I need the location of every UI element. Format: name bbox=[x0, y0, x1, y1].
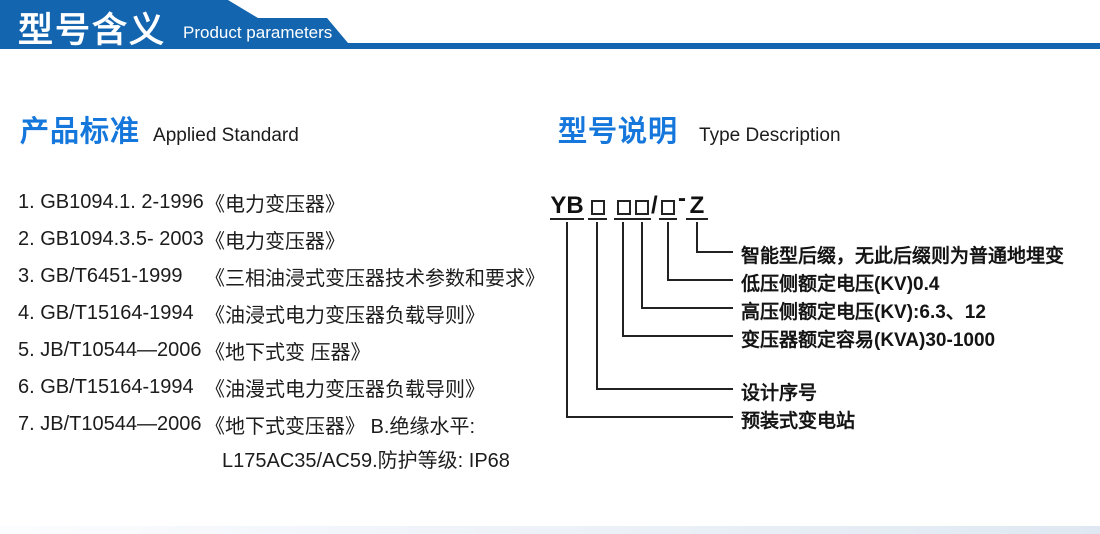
standard-code: 6. GB/T15164-1994 bbox=[18, 376, 194, 398]
page-title: 型号含义 bbox=[18, 11, 167, 50]
header-banner: 型号含义 Product parameters bbox=[0, 0, 1100, 49]
model-label-lv-voltage: 低压侧额定电压(KV)0.4 bbox=[741, 274, 940, 295]
model-label-substation: 预装式变电站 bbox=[741, 411, 856, 432]
model-label-design-serial: 设计序号 bbox=[741, 383, 818, 404]
placeholder-box-icon bbox=[661, 200, 675, 215]
standard-name: 《油漫式电力变压器负载导则》 bbox=[205, 379, 485, 401]
standard-item: 6. GB/T15164-1994 《油漫式电力变压器负载导则》 bbox=[18, 369, 545, 406]
model-code-dash: - bbox=[678, 185, 686, 212]
connector-line bbox=[696, 251, 733, 253]
standard-code: 3. GB/T6451-1999 bbox=[18, 265, 183, 287]
model-code-prefix: YB bbox=[550, 188, 584, 220]
standard-item: 1. GB1094.1. 2-1996 《电力变压器》 bbox=[18, 184, 545, 221]
connector-line bbox=[596, 388, 733, 390]
model-label-hv-voltage: 高压侧额定电压(KV):6.3、12 bbox=[741, 302, 986, 323]
standard-name: 《地下式变 压器》 bbox=[205, 342, 371, 364]
placeholder-box-icon bbox=[590, 200, 605, 215]
model-section-title: 型号说明 Type Description bbox=[558, 108, 841, 150]
model-code-slash: / bbox=[651, 192, 658, 219]
connector-line bbox=[596, 222, 598, 390]
connector-line bbox=[641, 222, 643, 309]
standard-item: 4. GB/T15164-1994 《油浸式电力变压器负载导则》 bbox=[18, 295, 545, 332]
standard-item-continuation: L175AC35/AC59.防护等级: IP68 bbox=[222, 450, 510, 472]
standard-code: 5. JB/T10544—2006 bbox=[18, 339, 202, 361]
connector-line bbox=[622, 222, 624, 337]
model-code-suffix: Z bbox=[686, 188, 708, 220]
connector-line bbox=[696, 222, 698, 253]
standard-name: 《三相油浸式变压器技术参数和要求》 bbox=[205, 268, 545, 290]
standard-name: 《电力变压器》 bbox=[205, 231, 345, 253]
standards-title-en: Applied Standard bbox=[153, 125, 299, 146]
model-title-cn: 型号说明 bbox=[558, 116, 679, 148]
standard-code: 1. GB1094.1. 2-1996 bbox=[18, 191, 204, 213]
standard-item: 2. GB1094.3.5- 2003 《电力变压器》 bbox=[18, 221, 545, 258]
standards-list: 1. GB1094.1. 2-1996 《电力变压器》 2. GB1094.3.… bbox=[18, 184, 545, 480]
connector-line bbox=[667, 222, 669, 281]
standard-code: 4. GB/T15164-1994 bbox=[18, 302, 194, 324]
placeholder-box-icon bbox=[635, 200, 649, 215]
model-code-box-1 bbox=[588, 188, 607, 220]
standard-code: 7. JB/T10544—2006 bbox=[18, 413, 202, 435]
connector-line bbox=[622, 335, 733, 337]
placeholder-box-icon bbox=[616, 200, 631, 215]
standard-name: 《地下式变压器》 B.绝缘水平: bbox=[205, 416, 476, 438]
model-code-box-2 bbox=[614, 188, 633, 220]
model-code-diagram: YB / - Z 智能型后缀，无此后缀则为普通地埋变 低压侧额定电压(KV)0.… bbox=[545, 185, 1095, 468]
page-subtitle: Product parameters bbox=[183, 23, 333, 42]
connector-line bbox=[566, 222, 568, 418]
standards-title-cn: 产品标准 bbox=[20, 116, 141, 148]
connector-line bbox=[641, 307, 733, 309]
standard-item: 7. JB/T10544—2006 《地下式变压器》 B.绝缘水平: bbox=[18, 406, 545, 443]
connector-line bbox=[667, 279, 733, 281]
model-code-box-3 bbox=[633, 188, 651, 220]
footer-gradient-bar bbox=[0, 526, 1100, 534]
standard-item: 3. GB/T6451-1999 《三相油浸式变压器技术参数和要求》 bbox=[18, 258, 545, 295]
standard-name: 《电力变压器》 bbox=[205, 194, 345, 216]
connector-line bbox=[566, 416, 733, 418]
standards-section-title: 产品标准 Applied Standard bbox=[20, 108, 299, 150]
model-label-smart-suffix: 智能型后缀，无此后缀则为普通地埋变 bbox=[741, 246, 1065, 267]
standard-code: 2. GB1094.3.5- 2003 bbox=[18, 228, 204, 250]
model-label-capacity: 变压器额定容易(KVA)30-1000 bbox=[741, 330, 996, 351]
model-title-en: Type Description bbox=[699, 125, 841, 146]
standard-name: 《油浸式电力变压器负载导则》 bbox=[205, 305, 485, 327]
standard-item: 5. JB/T10544—2006 《地下式变 压器》 bbox=[18, 332, 545, 369]
model-code-box-4 bbox=[659, 188, 677, 220]
